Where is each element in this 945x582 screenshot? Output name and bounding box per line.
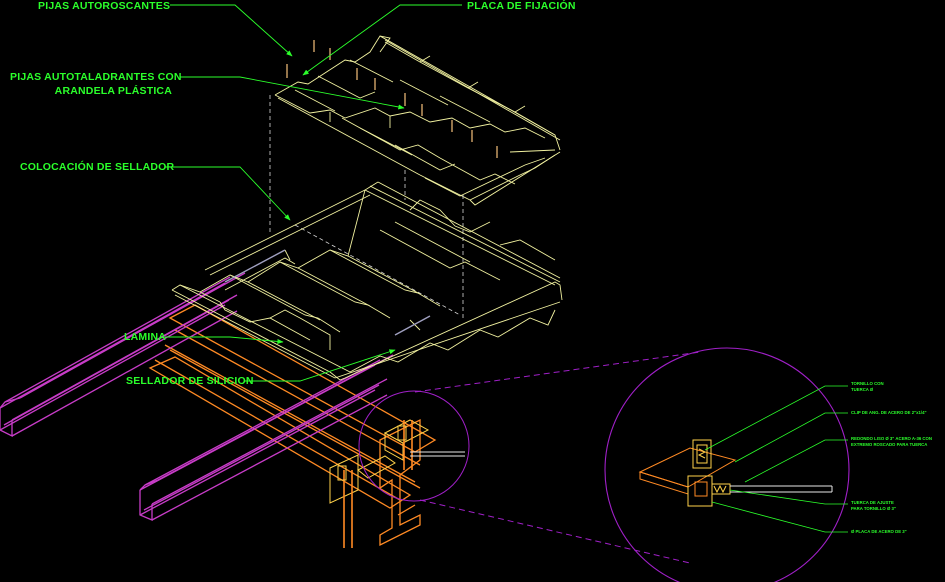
purlin-left [0, 272, 246, 438]
detail-label-tornillo-line1: TORNILLO CON [851, 381, 884, 386]
enlarged-detail-circle [604, 347, 850, 582]
label-pijas-autoroscantes: PIJAS AUTOROSCANTES [38, 0, 171, 12]
label-placa-fijacion: PLACA DE FIJACIÓN [467, 0, 576, 12]
detail-label-redondo-line2: EXTREMO ROSCADO PARA TUERCA [851, 442, 928, 447]
purlin-group [0, 272, 394, 521]
lower-roof-sheet [171, 181, 563, 381]
steel-beam-group [148, 304, 437, 547]
detail-label-placa: Ø PLACA DE ACERO DE 3" [851, 529, 907, 534]
label-lamina: LAMINA [124, 331, 167, 343]
steel-beam-lower [148, 356, 412, 509]
detail-label-tuerca-line2: PARA TORNILLO Ø 3" [851, 506, 896, 511]
detail-label-redondo-line1: REDONDO LISO Ø 3" ACERO A-36 CON [851, 436, 932, 441]
detail-callout-circle [358, 390, 470, 502]
detail-label-tornillo-line2: TUERCA Ø [851, 387, 874, 392]
detail-connector-lines [414, 351, 701, 564]
detail-label-tuerca-line1: TUERCA DE AJUSTE [851, 500, 894, 505]
detail-label-clip: CLIP DE ANG. DE ACERO DE 2"x1/4" [851, 410, 927, 415]
lower-screw-group [224, 249, 431, 336]
purlin-right [139, 354, 394, 521]
enlarged-clip-assembly [638, 439, 833, 507]
label-sellador-silicion: SELLADOR DE SILICION [126, 375, 254, 387]
leader-lines [165, 4, 462, 382]
upper-roof-sheet [274, 35, 561, 206]
screw-group [286, 40, 498, 158]
detail-leader-lines [704, 385, 848, 533]
label-pijas-autotaladrantes-line1: PIJAS AUTOTALADRANTES CON [10, 71, 182, 83]
label-colocacion-sellador: COLOCACIÓN DE SELLADOR [20, 161, 175, 173]
label-pijas-autotaladrantes-line2: ARANDELA PLÁSTICA [54, 85, 172, 97]
clip-icon [329, 419, 465, 548]
projection-lines [269, 95, 464, 318]
